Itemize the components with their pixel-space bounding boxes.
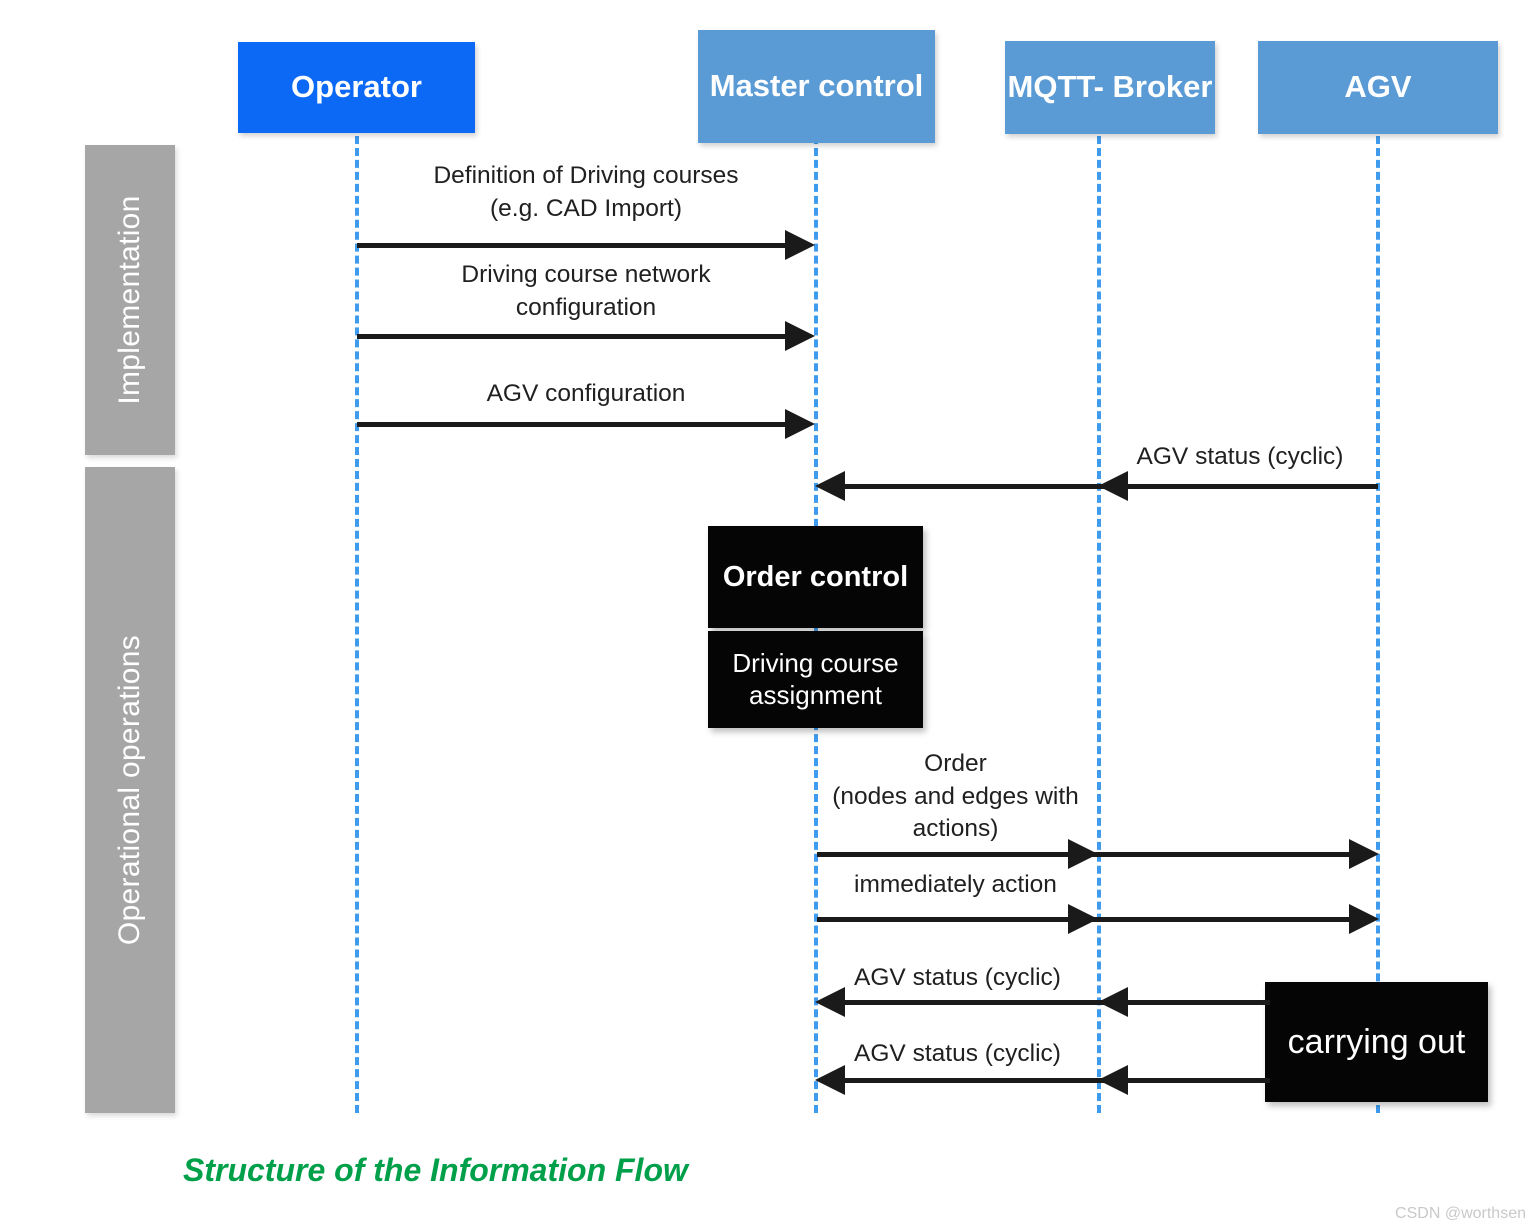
- message-line-agv-configuration: [357, 422, 785, 427]
- participant-agv[interactable]: AGV: [1258, 41, 1498, 134]
- message-label-agv-configuration: AGV configuration: [486, 380, 686, 407]
- phase-bar-implementation: Implementation: [85, 145, 175, 455]
- message-label-agv-status-cyclic-1: AGV status (cyclic): [1136, 443, 1344, 470]
- activity-box-carrying-out[interactable]: carrying out: [1265, 982, 1488, 1102]
- lifeline-mqtt-broker: [1097, 136, 1101, 1113]
- participant-mqtt-broker-label: MQTT- Broker: [1007, 69, 1213, 105]
- activity-box-order-control[interactable]: Order control: [708, 526, 923, 628]
- activity-box-order-control-label: Order control: [722, 560, 909, 593]
- message-label-immediately-action: immediately action: [854, 871, 1057, 898]
- diagram-caption: Structure of the Information Flow: [183, 1152, 688, 1188]
- arrowhead-definition-driving-courses: [785, 230, 815, 260]
- lifeline-agv: [1376, 136, 1380, 1113]
- message-line-agv-status-cyclic-3: [845, 1078, 1270, 1083]
- activity-box-driving-course-assignment[interactable]: Driving course assignment: [708, 631, 923, 728]
- message-label-driving-course-network-config: Driving course network configuration: [461, 261, 711, 321]
- arrowhead-agv-status-cyclic-3: [815, 1065, 845, 1095]
- arrowhead-driving-course-network-config: [785, 321, 815, 351]
- phase-label-operational-operations: Operational operations: [113, 634, 146, 946]
- message-line-definition-driving-courses: [357, 243, 785, 248]
- arrowhead-agv-status-cyclic-1: [815, 471, 845, 501]
- arrowhead-via-mqtt-agv-status-cyclic-2: [1098, 987, 1128, 1017]
- participant-agv-label: AGV: [1344, 69, 1412, 105]
- participant-master-control-label: Master control: [709, 68, 924, 104]
- message-label-definition-driving-courses: Definition of Driving courses (e.g. CAD …: [433, 162, 739, 222]
- arrowhead-via-mqtt-agv-status-cyclic-3: [1098, 1065, 1128, 1095]
- activity-box-driving-course-assignment-label: Driving course assignment: [732, 648, 899, 710]
- message-line-driving-course-network-config: [357, 334, 785, 339]
- message-label-order-nodes-edges: Order (nodes and edges with actions): [832, 750, 1079, 843]
- message-label-agv-status-cyclic-3: AGV status (cyclic): [854, 1040, 1061, 1067]
- lifeline-operator: [355, 136, 359, 1113]
- arrowhead-immediately-action: [1349, 904, 1379, 934]
- participant-mqtt-broker[interactable]: MQTT- Broker: [1005, 41, 1215, 134]
- phase-label-implementation: Implementation: [113, 195, 146, 405]
- watermark: CSDN @worthsen: [1395, 1205, 1526, 1222]
- message-label-agv-status-cyclic-2: AGV status (cyclic): [854, 964, 1061, 991]
- message-line-agv-status-cyclic-2: [845, 1000, 1270, 1005]
- arrowhead-via-mqtt-order-nodes-edges: [1068, 839, 1098, 869]
- participant-operator[interactable]: Operator: [238, 42, 475, 133]
- arrowhead-agv-status-cyclic-2: [815, 987, 845, 1017]
- activity-box-carrying-out-label: carrying out: [1287, 1022, 1466, 1061]
- arrowhead-via-mqtt-immediately-action: [1068, 904, 1098, 934]
- arrowhead-agv-configuration: [785, 409, 815, 439]
- phase-bar-operational-operations: Operational operations: [85, 467, 175, 1113]
- arrowhead-order-nodes-edges: [1349, 839, 1379, 869]
- arrowhead-via-mqtt-agv-status-cyclic-1: [1098, 471, 1128, 501]
- participant-operator-label: Operator: [291, 69, 422, 105]
- participant-master-control[interactable]: Master control: [698, 30, 935, 143]
